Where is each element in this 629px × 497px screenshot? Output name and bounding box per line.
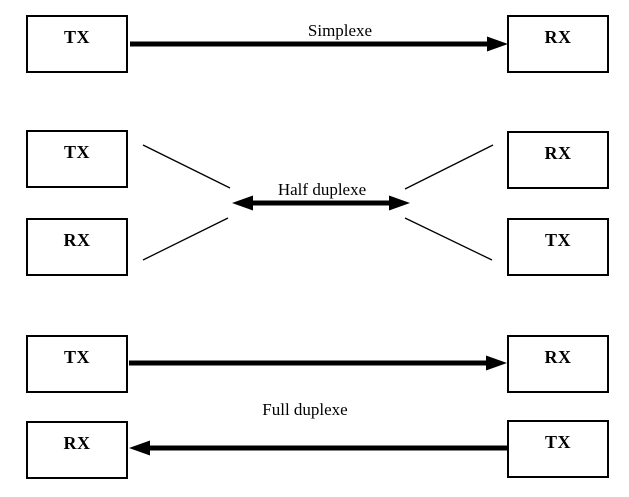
half-duplexe-tx-bottom-right-box: TX <box>507 218 609 276</box>
full-duplexe-forward-arrow <box>129 355 507 371</box>
full-duplexe-mode-label: Full duplexe <box>262 400 348 419</box>
full-duplexe-tx-right-box: TX <box>507 420 609 478</box>
half-duplexe-double-arrow <box>232 195 410 211</box>
half-duplexe-link-lines <box>142 144 494 261</box>
full-duplexe-return-arrow <box>129 440 507 456</box>
full-duplexe-tx-right-label: TX <box>544 432 571 452</box>
simplexe-mode-label: Simplexe <box>307 21 373 40</box>
full-duplexe-tx-left-box: TX <box>26 335 128 393</box>
full-duplexe-rx-left-box: RX <box>26 421 128 479</box>
full-duplexe-rx-right-box: RX <box>507 335 609 393</box>
simplexe-rx-label: RX <box>544 27 572 47</box>
full-duplexe-rx-right-label: RX <box>544 347 572 367</box>
half-duplexe-rx-bottom-left-box: RX <box>26 218 128 276</box>
simplexe-rx-box: RX <box>507 15 609 73</box>
half-duplexe-tx-top-left-box: TX <box>26 130 128 188</box>
half-duplexe-mode-label: Half duplexe <box>277 180 367 199</box>
half-duplexe-rx-top-right-box: RX <box>507 131 609 189</box>
full-duplexe-rx-left-label: RX <box>63 433 91 453</box>
half-duplexe-rx-bottom-left-label: RX <box>63 230 91 250</box>
half-duplexe-tx-bottom-right-label: TX <box>544 230 571 250</box>
simplexe-tx-label: TX <box>63 27 90 47</box>
full-duplexe-tx-left-label: TX <box>63 347 90 367</box>
half-duplexe-rx-top-right-label: RX <box>544 143 572 163</box>
simplexe-arrow <box>130 36 508 52</box>
simplexe-tx-box: TX <box>26 15 128 73</box>
half-duplexe-tx-top-left-label: TX <box>63 142 90 162</box>
